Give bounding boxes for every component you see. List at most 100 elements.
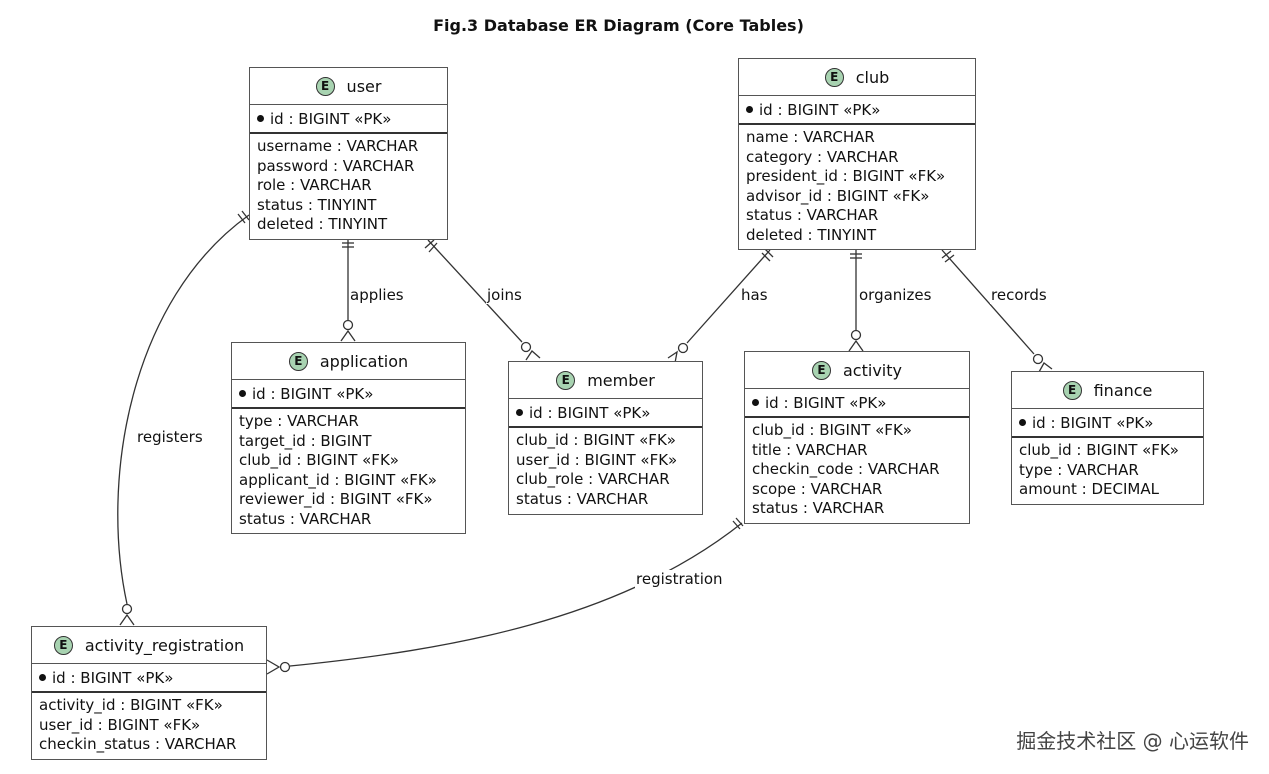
entity-user[interactable]: E user id : BIGINT «PK» username : VARCH… (249, 67, 448, 240)
entity-icon: E (824, 67, 844, 87)
field: club_id : BIGINT «FK» (239, 451, 399, 469)
diagram-title: Fig.3 Database ER Diagram (Core Tables) (433, 16, 804, 35)
entity-icon: E (315, 76, 335, 96)
field: status : VARCHAR (516, 489, 649, 508)
field: username : VARCHAR (257, 137, 419, 155)
entity-member[interactable]: E member id : BIGINT «PK» club_id : BIGI… (508, 361, 703, 515)
entity-header: E member (509, 362, 702, 399)
primary-key: id : BIGINT «PK» (252, 384, 374, 403)
entity-icon: E (812, 360, 831, 380)
entity-icon: E (53, 635, 73, 655)
label-applies: applies (349, 286, 405, 304)
primary-key-row: id : BIGINT «PK» (250, 105, 447, 134)
edge-registers (117, 214, 250, 605)
edge-registration (289, 522, 743, 667)
field: amount : DECIMAL (1019, 480, 1159, 498)
entity-activity-registration[interactable]: E activity_registration id : BIGINT «PK»… (31, 626, 267, 760)
entity-icon: E (288, 351, 308, 371)
pk-bullet-icon (257, 115, 264, 122)
entity-name: user (346, 76, 382, 96)
field: password : VARCHAR (257, 156, 415, 175)
primary-key-row: id : BIGINT «PK» (739, 96, 975, 125)
field: club_id : BIGINT «FK» (1019, 441, 1179, 459)
primary-key-row: id : BIGINT «PK» (1012, 409, 1203, 438)
primary-key-row: id : BIGINT «PK» (745, 389, 969, 418)
field: status : TINYINT (257, 195, 377, 214)
pk-bullet-icon (516, 409, 523, 416)
field: activity_id : BIGINT «FK» (39, 696, 223, 714)
entity-icon: E (1062, 380, 1082, 400)
primary-key: id : BIGINT «PK» (529, 403, 651, 422)
field: user_id : BIGINT «FK» (516, 450, 678, 469)
entity-header: E club (739, 59, 975, 96)
pk-bullet-icon (752, 399, 759, 406)
entity-header: E activity_registration (32, 627, 266, 664)
field: type : VARCHAR (239, 412, 359, 430)
primary-key: id : BIGINT «PK» (270, 109, 392, 128)
field: user_id : BIGINT «FK» (39, 715, 201, 734)
label-has: has (740, 286, 769, 304)
entity-name: activity_registration (84, 635, 245, 655)
field: type : VARCHAR (1019, 460, 1139, 479)
primary-key-row: id : BIGINT «PK» (509, 399, 702, 428)
field: category : VARCHAR (746, 147, 899, 166)
field: reviewer_id : BIGINT «FK» (239, 490, 433, 508)
field: checkin_code : VARCHAR (752, 460, 940, 478)
field: checkin_status : VARCHAR (39, 735, 237, 753)
pk-bullet-icon (239, 390, 246, 397)
field: role : VARCHAR (257, 176, 372, 194)
pk-bullet-icon (746, 106, 753, 113)
entity-club[interactable]: E club id : BIGINT «PK» name : VARCHAR c… (738, 58, 976, 250)
field-list: username : VARCHAR password : VARCHAR ro… (250, 134, 447, 238)
entity-name: application (319, 351, 409, 371)
entity-name: finance (1093, 380, 1153, 400)
label-registers: registers (136, 428, 204, 446)
field: status : VARCHAR (752, 499, 885, 517)
field: status : VARCHAR (239, 509, 372, 528)
entity-header: E activity (745, 352, 969, 389)
field: club_role : VARCHAR (516, 470, 670, 488)
field: club_id : BIGINT «FK» (516, 431, 676, 449)
pk-bullet-icon (1019, 419, 1026, 426)
field-list: club_id : BIGINT «FK» title : VARCHAR ch… (745, 418, 969, 522)
primary-key-row: id : BIGINT «PK» (32, 664, 266, 693)
pk-bullet-icon (39, 674, 46, 681)
field: scope : VARCHAR (752, 479, 883, 498)
field: applicant_id : BIGINT «FK» (239, 470, 437, 489)
field: club_id : BIGINT «FK» (752, 421, 912, 439)
primary-key: id : BIGINT «PK» (52, 668, 174, 687)
field: advisor_id : BIGINT «FK» (746, 186, 930, 205)
label-registration: registration (635, 570, 724, 588)
entity-header: E user (250, 68, 447, 105)
entity-header: E application (232, 343, 465, 380)
edge-joins (427, 239, 523, 343)
primary-key: id : BIGINT «PK» (1032, 413, 1154, 432)
entity-header: E finance (1012, 372, 1203, 409)
field: title : VARCHAR (752, 440, 868, 459)
edge-has (686, 249, 771, 344)
field-list: club_id : BIGINT «FK» type : VARCHAR amo… (1012, 438, 1203, 503)
watermark-text: 掘金技术社区 @ 心运软件 (1016, 729, 1249, 753)
edge-records (941, 249, 1035, 355)
entity-application[interactable]: E application id : BIGINT «PK» type : VA… (231, 342, 466, 534)
field: deleted : TINYINT (257, 215, 388, 233)
field-list: type : VARCHAR target_id : BIGINT club_i… (232, 409, 465, 532)
entity-icon: E (556, 370, 576, 390)
label-records: records (990, 286, 1048, 304)
field-list: club_id : BIGINT «FK» user_id : BIGINT «… (509, 428, 702, 512)
entity-activity[interactable]: E activity id : BIGINT «PK» club_id : BI… (744, 351, 970, 524)
primary-key-row: id : BIGINT «PK» (232, 380, 465, 409)
label-organizes: organizes (858, 286, 933, 304)
primary-key: id : BIGINT «PK» (759, 100, 881, 119)
entity-name: club (855, 67, 890, 87)
field: president_id : BIGINT «FK» (746, 167, 946, 185)
entity-name: activity (843, 360, 902, 380)
field-list: name : VARCHAR category : VARCHAR presid… (739, 125, 975, 248)
label-joins: joins (486, 286, 523, 304)
entity-finance[interactable]: E finance id : BIGINT «PK» club_id : BIG… (1011, 371, 1204, 505)
field-list: activity_id : BIGINT «FK» user_id : BIGI… (32, 693, 266, 758)
field: deleted : TINYINT (746, 225, 877, 244)
field: status : VARCHAR (746, 206, 879, 224)
field: name : VARCHAR (746, 128, 875, 146)
